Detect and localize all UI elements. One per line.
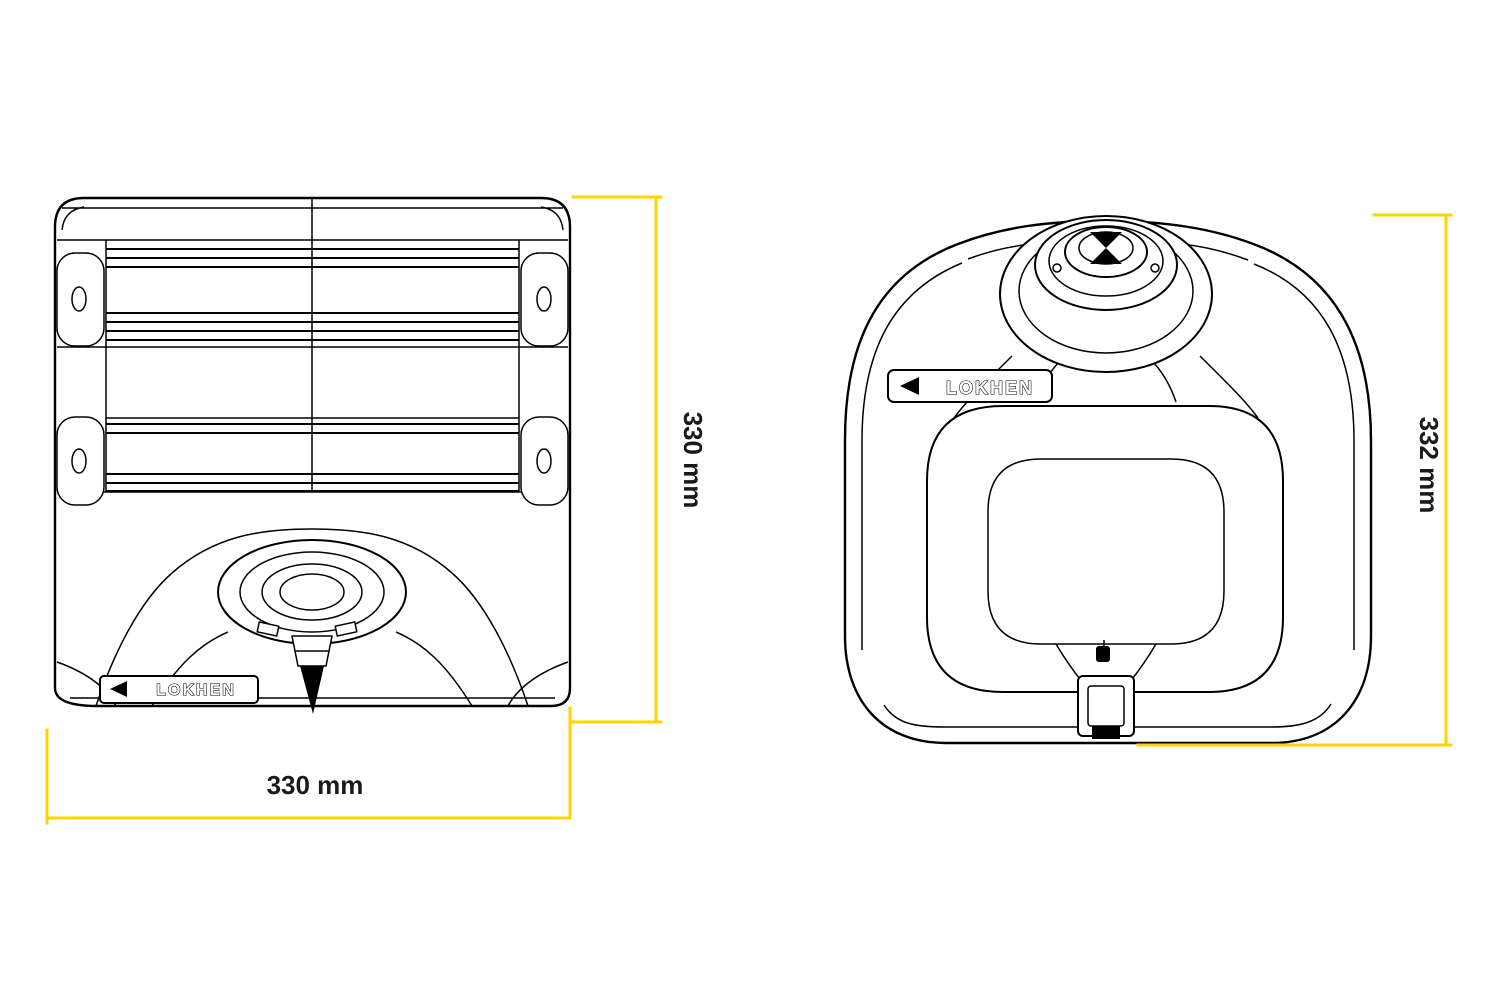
side-view-drawing: LOKHEN (843, 215, 1373, 745)
spigot-clip (334, 621, 358, 637)
side-height-dimension (1136, 213, 1453, 747)
brand-plate-front: LOKHEN (99, 675, 259, 704)
tank-side-outline (843, 219, 1373, 745)
brand-arrow-icon (900, 377, 919, 395)
handle-recess-inner (987, 458, 1225, 645)
filler-cap-assembly (999, 215, 1213, 373)
handle-recess-outer (926, 405, 1284, 693)
spigot-assembly (217, 539, 407, 714)
mounting-tab (56, 416, 105, 506)
brand-arrow-icon (110, 681, 127, 697)
cap-rivet (1052, 263, 1062, 273)
mounting-tab (56, 252, 105, 347)
front-width-label: 330 mm (267, 770, 364, 800)
mounting-tabs (56, 252, 569, 506)
spigot-clip (256, 621, 280, 637)
cap-rivet (1150, 263, 1160, 273)
cap-knob-handle (1090, 232, 1122, 264)
lower-dome-creases (56, 528, 569, 707)
valve-outlet (1092, 726, 1120, 739)
spout-nozzle (300, 666, 324, 714)
spigot-ring-inner (279, 573, 345, 611)
mounting-tab (520, 416, 569, 506)
tab-hole (536, 448, 552, 474)
brand-name: LOKHEN (946, 378, 1034, 398)
front-width-dimension (45, 706, 572, 825)
side-height-label: 332 mm (1414, 417, 1444, 514)
front-view-drawing: LOKHEN (53, 196, 572, 714)
valve-lever (1096, 646, 1110, 662)
dimension-annotations: 330 mm 330 mm 332 mm (45, 195, 1453, 825)
brand-name: LOKHEN (156, 682, 236, 699)
mounting-tab (520, 252, 569, 347)
brand-plate-border (99, 675, 259, 704)
tab-hole (71, 286, 87, 312)
brand-plate-border (887, 369, 1053, 403)
brand-plate-side: LOKHEN (887, 369, 1053, 403)
front-height-label: 330 mm (678, 412, 708, 509)
front-height-dimension (571, 195, 663, 724)
tab-hole (536, 286, 552, 312)
tab-hole (71, 448, 87, 474)
tap-valve (1077, 640, 1135, 739)
